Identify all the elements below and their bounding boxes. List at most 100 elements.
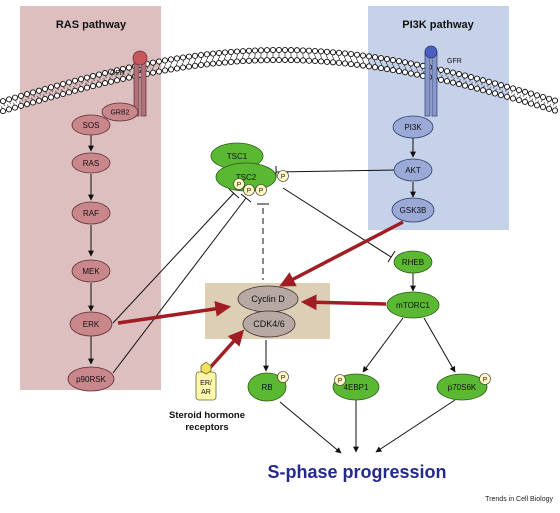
pi3k-pathway-title: PI3K pathway	[402, 19, 474, 31]
lipid-head	[324, 59, 329, 64]
lipid-tail	[321, 54, 322, 58]
lipid-tail	[339, 56, 340, 60]
lipid-head	[48, 85, 53, 90]
lipid-head	[234, 59, 239, 64]
lipid-head	[246, 58, 251, 63]
lipid-head	[186, 54, 191, 59]
lipid-tail	[188, 60, 189, 64]
lipid-head	[552, 108, 557, 113]
lipid-head	[402, 70, 407, 75]
lipid-head	[330, 50, 335, 55]
lipid-head	[444, 79, 449, 84]
lipid-head	[288, 57, 293, 62]
lipid-head	[264, 58, 269, 63]
lipid-head	[306, 48, 311, 53]
raf-label: RAF	[83, 209, 99, 218]
lipid-head	[18, 103, 23, 108]
lipid-tail	[14, 101, 17, 105]
lipid-tail	[356, 58, 357, 62]
lipid-head	[510, 86, 515, 91]
lipid-tail	[524, 95, 527, 99]
lipid-head	[318, 49, 323, 54]
lipid-head	[360, 63, 365, 68]
lipid-head	[0, 99, 5, 104]
lipid-head	[30, 90, 35, 95]
lipid-tail	[225, 55, 226, 59]
lipid-tail	[554, 103, 557, 107]
lipid-head	[12, 95, 17, 100]
lipid-tail	[350, 57, 351, 61]
lipid-head	[198, 62, 203, 67]
lipid-tail	[182, 60, 183, 64]
lipid-head	[216, 60, 221, 65]
grb2-label: GRB2	[110, 110, 129, 117]
lipid-head	[162, 58, 167, 63]
rheb-label: RHEB	[402, 258, 424, 267]
lipid-tail	[542, 100, 545, 104]
lipid-head	[540, 104, 545, 109]
lipid-head	[84, 85, 89, 90]
lipid-head	[366, 54, 371, 59]
lipid-head	[156, 69, 161, 74]
lipid-head	[114, 78, 119, 83]
lipid-head	[222, 50, 227, 55]
lipid-head	[396, 69, 401, 74]
arrow-rb-sphase	[280, 402, 341, 453]
cyclin-d-label: Cyclin D	[251, 294, 285, 304]
lipid-tail	[8, 102, 11, 106]
lipid-head	[216, 50, 221, 55]
lipid-head	[528, 101, 533, 106]
lipid-head	[240, 59, 245, 64]
p90rsk-label: p90RSK	[76, 375, 106, 384]
lipid-head	[0, 109, 5, 114]
lipid-tail	[212, 57, 213, 61]
4ebp1-phospho-label: P	[338, 377, 342, 384]
lipid-head	[468, 85, 473, 90]
lipid-tail	[327, 55, 328, 59]
lipid-head	[540, 94, 545, 99]
lipid-head	[384, 66, 389, 71]
lipid-head	[372, 55, 377, 60]
lipid-head	[390, 58, 395, 63]
lipid-head	[276, 47, 281, 52]
lipid-head	[282, 57, 287, 62]
pi3k-label: PI3K	[404, 123, 422, 132]
lipid-tail	[231, 55, 232, 59]
lipid-head	[42, 86, 47, 91]
lipid-head	[504, 94, 509, 99]
lipid-head	[372, 65, 377, 70]
lipid-head	[474, 86, 479, 91]
lipid-head	[66, 90, 71, 95]
lipid-tail	[170, 62, 172, 66]
lipid-head	[228, 59, 233, 64]
pi3k-pathway-panel	[368, 6, 509, 230]
lipid-head	[336, 50, 341, 55]
lipid-head	[258, 48, 263, 53]
lipid-head	[492, 91, 497, 96]
tsc2-phospho-right-label: P	[281, 173, 285, 180]
steroid-caption-line2: receptors	[185, 422, 228, 433]
lipid-tail	[194, 59, 195, 63]
gsk3b-label: GSK3B	[400, 206, 427, 215]
lipid-head	[456, 81, 461, 86]
lipid-head	[36, 88, 41, 93]
lipid-head	[552, 98, 557, 103]
lipid-head	[450, 70, 455, 75]
lipid-head	[408, 71, 413, 76]
lipid-head	[78, 77, 83, 82]
lipid-head	[78, 87, 83, 92]
mtorc1-label: mTORC1	[396, 301, 430, 310]
lipid-head	[318, 59, 323, 64]
erk-label: ERK	[83, 320, 100, 329]
lipid-tail	[200, 58, 201, 62]
lipid-head	[54, 93, 59, 98]
arrow-mtorc1-4ebp1	[363, 318, 403, 372]
lipid-head	[180, 65, 185, 70]
lipid-head	[270, 47, 275, 52]
lipid-head	[210, 61, 215, 66]
lipid-tail	[518, 93, 521, 97]
rb-phospho-label: P	[281, 374, 285, 381]
lipid-head	[546, 106, 551, 111]
tsc2-phospho-2-label: P	[247, 187, 251, 194]
